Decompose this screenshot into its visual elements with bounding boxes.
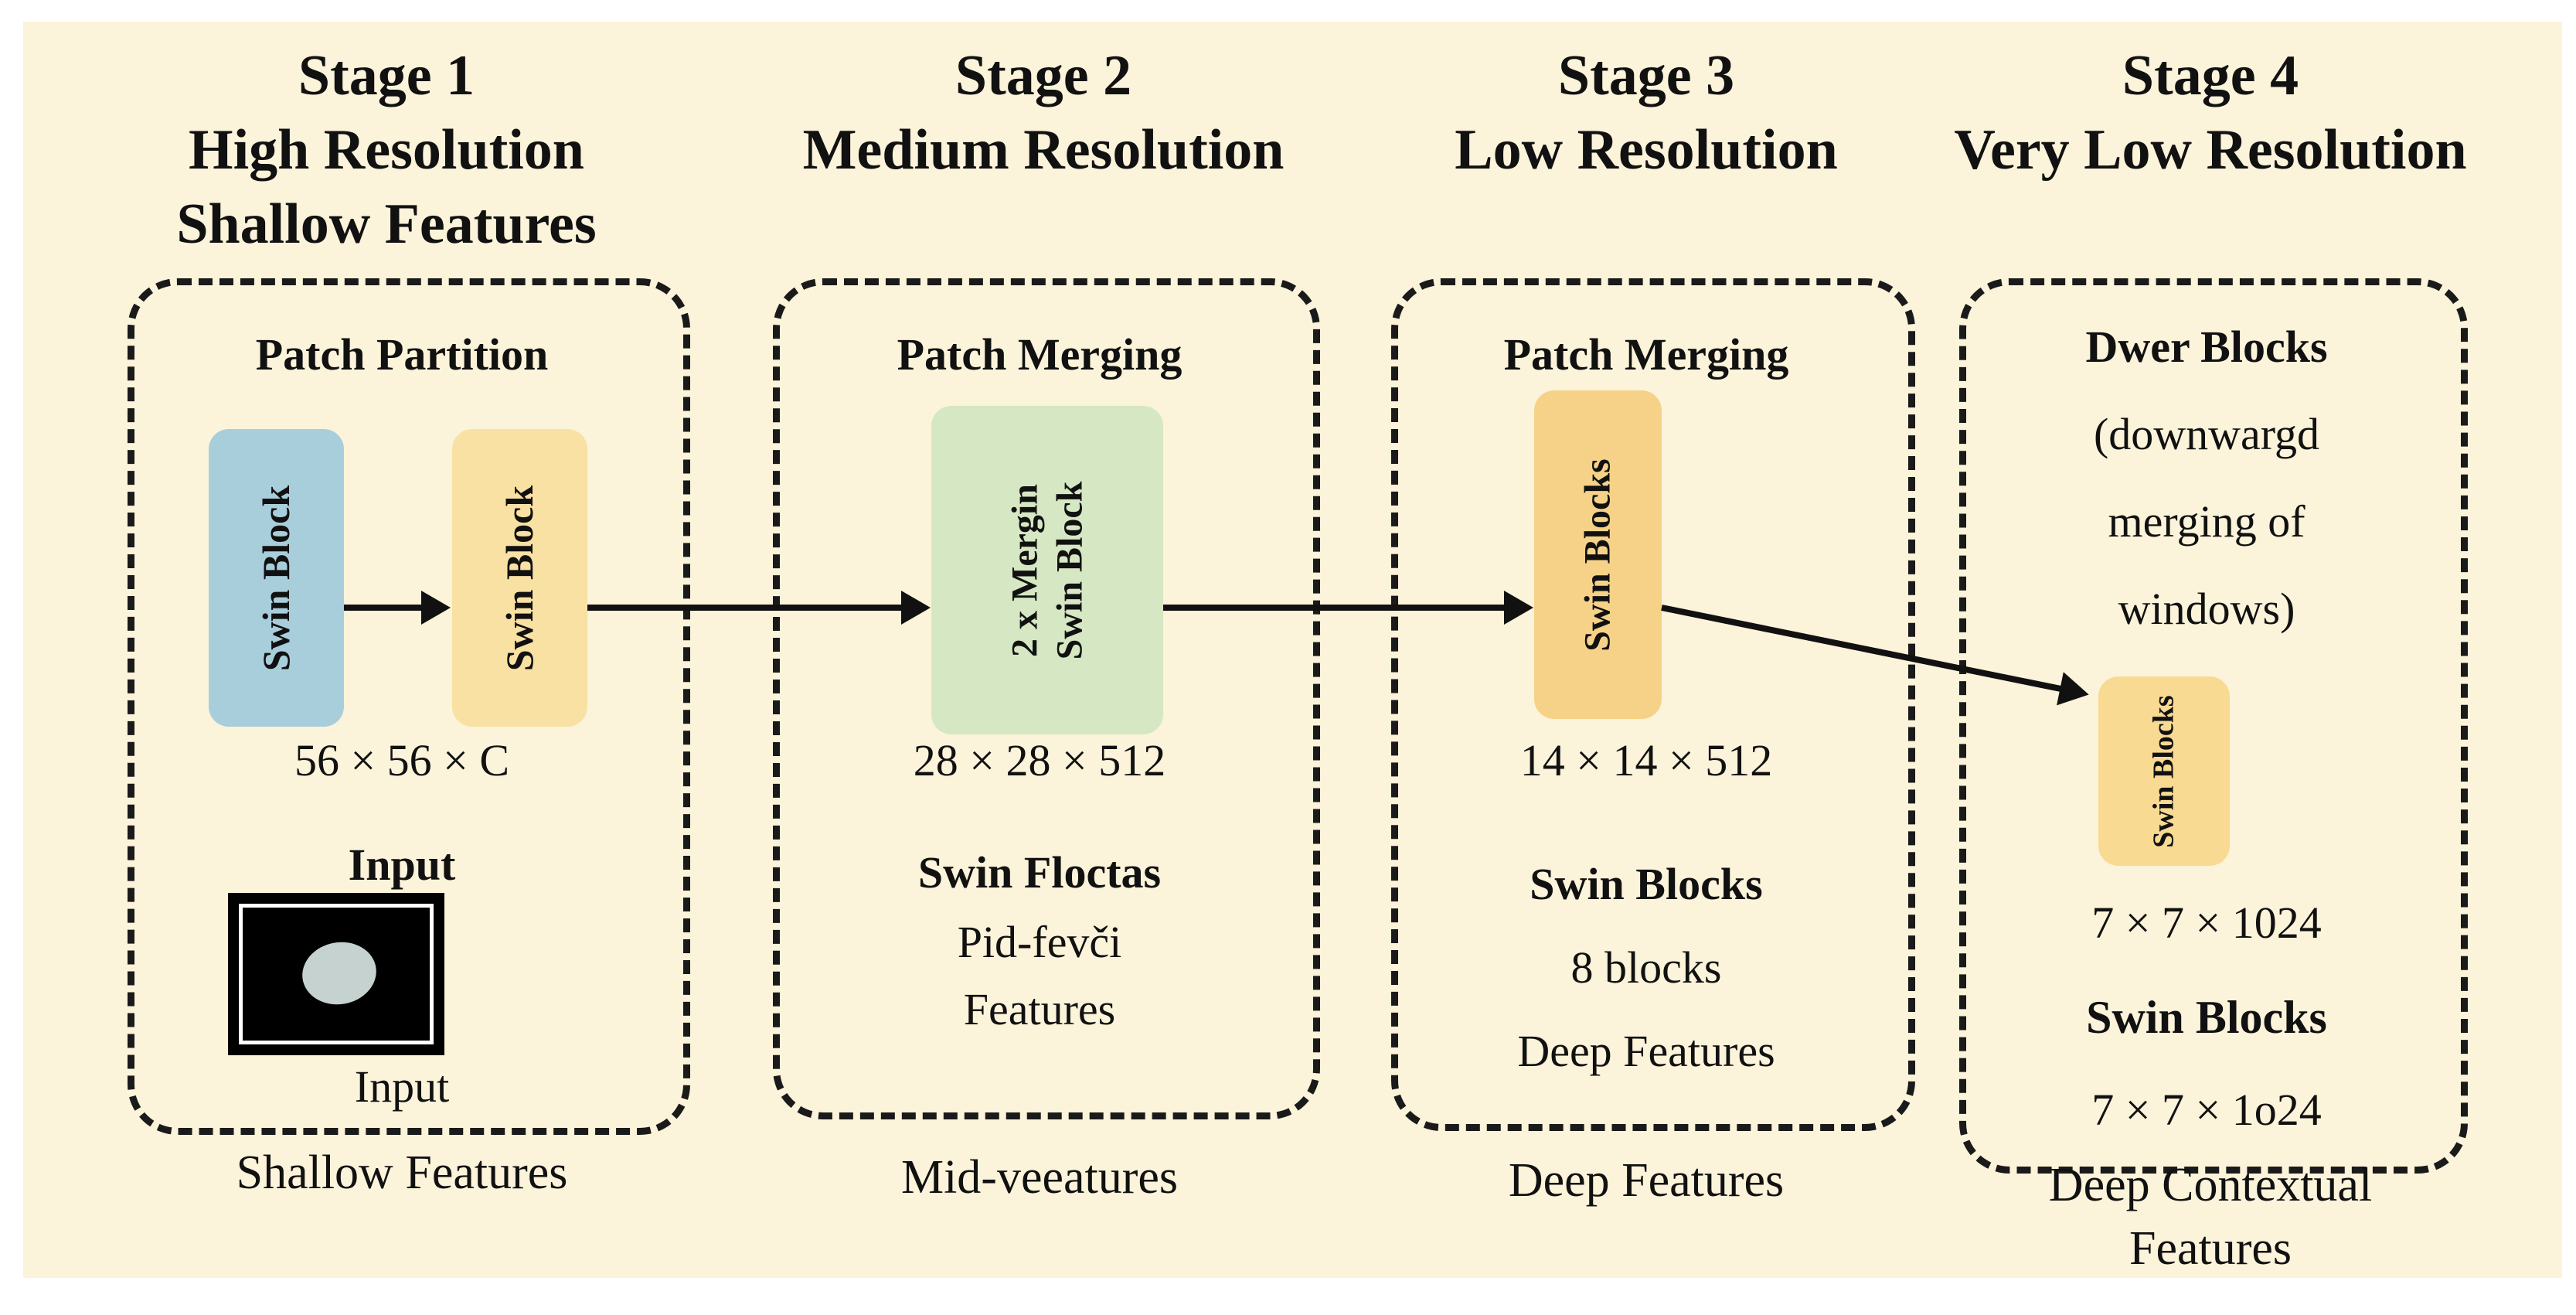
- stage3-dims: 14 × 14 × 512: [1519, 735, 1773, 785]
- stage2-note-2: Pid-fevči: [957, 917, 1122, 967]
- arrow-stage2-to-stage3: [1163, 591, 1533, 625]
- arrow-head-icon: [901, 591, 931, 625]
- stage4-swin-block: Swin Blocks: [2098, 676, 2230, 866]
- stage3-box: [1391, 278, 1915, 1131]
- stage2-merge-block-label: 2 x Mergin Swin Block: [1002, 481, 1092, 659]
- stage3-note-1: Swin Blocks: [1530, 859, 1763, 909]
- stage4-swin-block-label: Swin Blocks: [2148, 694, 2180, 848]
- stage3-swin-block-label: Swin Blocks: [1577, 458, 1618, 652]
- stage4-dims-above: 7 × 7 × 1024: [2091, 898, 2322, 948]
- stage1-caption: Shallow Features: [236, 1146, 568, 1199]
- stage4-note-bold: Swin Blocks: [2086, 992, 2327, 1043]
- stage1-swin-block-1-label: Swin Block: [254, 485, 298, 671]
- stage1-box-header: Patch Partition: [255, 329, 549, 380]
- arrow-stage1-internal: [344, 591, 451, 625]
- diagram-panel: [23, 22, 2562, 1278]
- stage3-title-line2: Low Resolution: [1455, 118, 1838, 182]
- stage2-dims: 28 × 28 × 512: [913, 735, 1166, 785]
- stage4-title: Stage 4 Very Low Resolution: [1932, 39, 2489, 187]
- stage4-dims-below: 7 × 7 × 1o24: [2091, 1085, 2322, 1135]
- stage2-box-header: Patch Merging: [897, 329, 1183, 380]
- stage1-swin-block-2: Swin Block: [452, 429, 587, 727]
- input-image-ellipse: [298, 935, 382, 1010]
- stage4-box: [1959, 278, 2468, 1174]
- stage1-title-line2: High Resolution: [189, 118, 584, 182]
- stage4-title-line1: Stage 4: [2122, 44, 2299, 107]
- stage1-title: Stage 1 High Resolution Shallow Features: [85, 39, 688, 261]
- stage4-box-header-line2: (downwargd: [2093, 409, 2320, 459]
- input-image-frame: [239, 904, 434, 1044]
- stage1-swin-block-1: Swin Block: [209, 429, 344, 727]
- stage4-box-header-line1: Dwer Blocks: [2085, 322, 2328, 372]
- stage1-box: [128, 278, 690, 1135]
- stage4-box-header-line4: windows): [2118, 584, 2295, 634]
- stage2-box: [773, 278, 1320, 1119]
- stage1-dims: 56 × 56 × C: [294, 735, 510, 785]
- stage3-title: Stage 3 Low Resolution: [1376, 39, 1917, 187]
- stage2-title-line1: Stage 2: [955, 44, 1132, 107]
- stage1-input-label-bottom: Input: [354, 1061, 450, 1112]
- arrow-head-icon: [1504, 591, 1533, 625]
- stage3-box-header: Patch Merging: [1503, 329, 1789, 380]
- stage3-note-2: 8 blocks: [1570, 942, 1722, 993]
- stage2-title: Stage 2 Medium Resolution: [734, 39, 1353, 187]
- stage3-note-3: Deep Features: [1517, 1026, 1775, 1076]
- stage4-caption-line1: Deep Contextual: [2048, 1159, 2373, 1211]
- stage1-input-label-top: Input: [348, 840, 456, 890]
- stage4-caption-line2: Features: [2129, 1222, 2292, 1275]
- stage2-merge-block: 2 x Mergin Swin Block: [931, 406, 1163, 734]
- stage2-merge-block-label-line1: 2 x Mergin: [1004, 483, 1045, 657]
- stage2-note-3: Features: [963, 984, 1116, 1034]
- arrow-head-icon: [421, 591, 451, 625]
- stage3-title-line1: Stage 3: [1557, 44, 1735, 107]
- stage3-swin-block: Swin Blocks: [1534, 390, 1662, 719]
- stage3-caption: Deep Features: [1508, 1154, 1785, 1207]
- stage2-caption: Mid-veeatures: [900, 1151, 1179, 1204]
- input-image: [228, 893, 444, 1055]
- stage1-title-line1: Stage 1: [298, 44, 475, 107]
- stage4-title-line2: Very Low Resolution: [1954, 118, 2467, 182]
- stage2-note-1: Swin Floctas: [917, 847, 1162, 898]
- stage1-swin-block-2-label: Swin Block: [498, 485, 542, 671]
- stage1-title-line3: Shallow Features: [176, 192, 597, 256]
- stage2-merge-block-label-line2: Swin Block: [1049, 481, 1090, 659]
- arrow-stage1-to-stage2: [587, 591, 931, 625]
- stage4-box-header-line3: merging of: [2108, 496, 2305, 547]
- stage2-title-line2: Medium Resolution: [802, 118, 1285, 182]
